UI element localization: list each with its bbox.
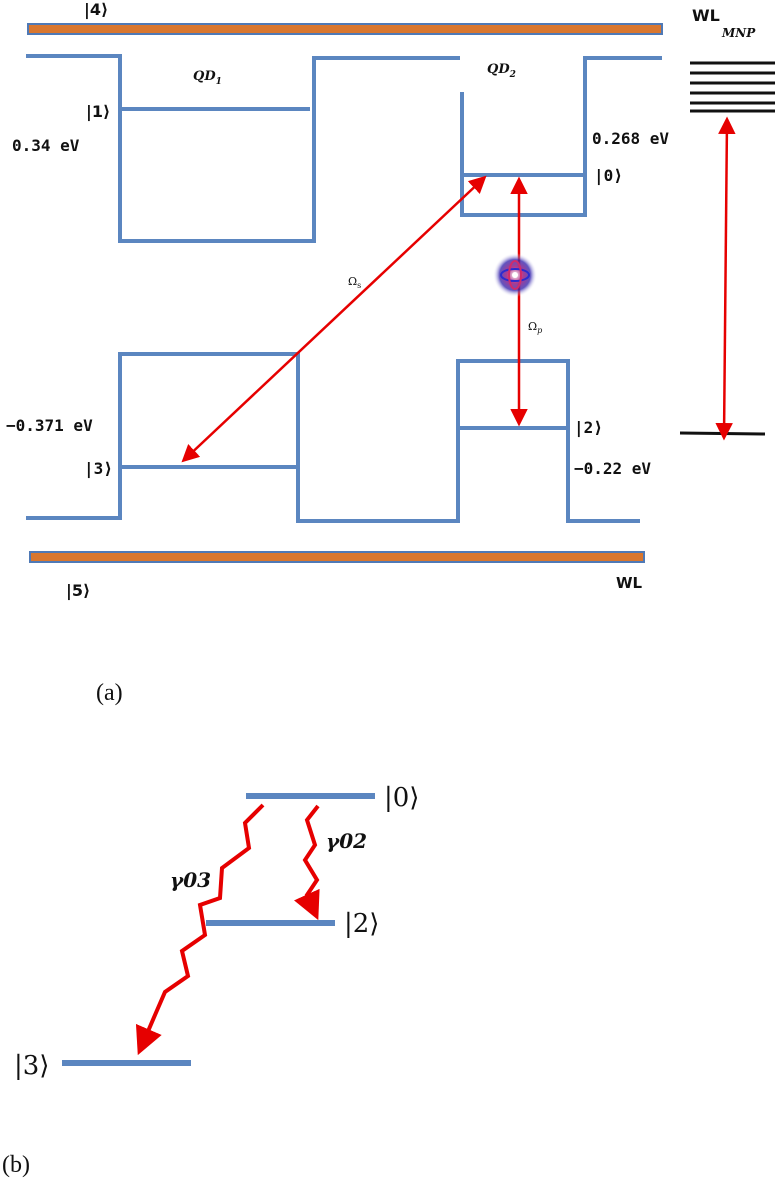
- mnp-ground-level: [679, 431, 766, 436]
- omega-s-label: Ωs: [348, 275, 361, 290]
- wl-bottom-label: WL: [616, 574, 643, 592]
- mnp-label: MNP: [721, 26, 756, 40]
- gamma02-label: γ02: [326, 829, 367, 853]
- state-4-label: |4⟩: [84, 0, 108, 20]
- conduction-band-profile: [26, 54, 662, 243]
- gamma02-decay-arrow: [294, 804, 320, 921]
- state-2-label: |2⟩: [574, 418, 603, 438]
- energy-m022-label: −0.22 eV: [574, 459, 651, 478]
- state-0-label: |0⟩: [594, 166, 623, 186]
- plasmon-coupling-icon: [493, 253, 537, 297]
- wetting-layer-top: [27, 23, 663, 35]
- energy-m0371-label: −0.371 eV: [6, 416, 93, 435]
- wetting-layer-bottom: [29, 551, 645, 563]
- valence-band-profile: [26, 352, 640, 523]
- panel-b-caption: (b): [2, 1152, 30, 1178]
- omega-s-transition-arrow: [181, 175, 487, 463]
- state-1-label: |1⟩: [86, 102, 110, 122]
- mnp-level-stack: [690, 61, 775, 113]
- gamma03-decay-arrow: [135, 803, 265, 1056]
- panel-b: |0⟩ |2⟩ |3⟩ γ03 γ02 (b): [2, 783, 419, 1178]
- gamma03-label: γ03: [170, 868, 211, 892]
- qd1-label: QD1: [193, 69, 222, 87]
- qd2-label: QD2: [487, 62, 516, 80]
- state-0-b-label: |0⟩: [384, 783, 419, 813]
- energy-0268-label: 0.268 eV: [592, 129, 669, 148]
- state-3-b-label: |3⟩: [14, 1051, 49, 1081]
- mnp-transition-arrow: [715, 116, 736, 441]
- omega-p-label: Ωp: [528, 320, 542, 335]
- energy-034-label: 0.34 eV: [12, 136, 80, 155]
- panel-a-caption: (a): [96, 680, 123, 706]
- wl-top-label: WL: [692, 6, 720, 25]
- state-2-b-label: |2⟩: [344, 909, 379, 939]
- state-3-label: |3⟩: [84, 459, 113, 479]
- state-5-label: |5⟩: [66, 581, 90, 601]
- panel-a: |4⟩ WL MNP QD1 QD2 |1⟩ 0.34 eV 0.268 eV …: [6, 0, 775, 706]
